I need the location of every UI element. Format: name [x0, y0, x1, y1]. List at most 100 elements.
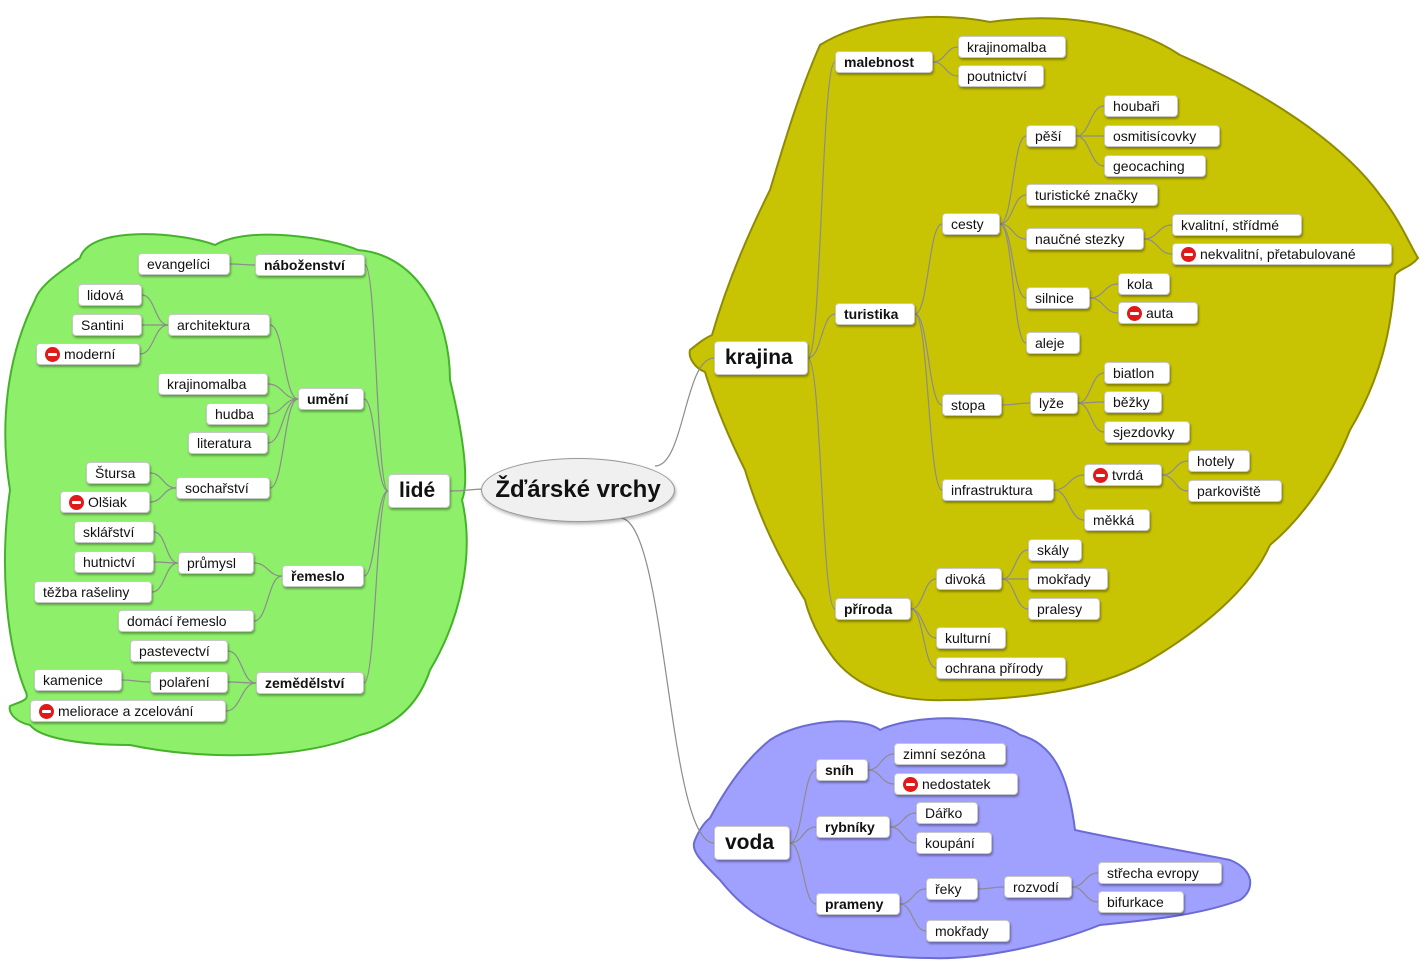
connector-line [999, 223, 1027, 299]
topic-prumysl[interactable]: průmysl [178, 552, 254, 574]
connector-line [789, 842, 817, 905]
topic-krajinomalba[interactable]: krajinomalba [158, 373, 268, 395]
topic-voda[interactable]: voda [714, 826, 790, 860]
topic-reky[interactable]: řeky [926, 878, 978, 900]
topic-strecha-evropy[interactable]: střecha evropy [1098, 862, 1222, 884]
topic-label: sochařství [185, 480, 249, 496]
topic-nekvalitni-pretabulovane[interactable]: nekvalitní, přetabulované [1172, 243, 1392, 265]
topic-cesty[interactable]: cesty [942, 213, 1000, 235]
connector-line [789, 826, 817, 844]
topic-zemedelstvi[interactable]: zemědělství [256, 672, 364, 694]
topic-rozvodi[interactable]: rozvodí [1004, 876, 1072, 898]
topic-architektura[interactable]: architektura [168, 314, 270, 336]
topic-kulturni[interactable]: kulturní [936, 627, 1006, 649]
topic-biatlon[interactable]: biatlon [1104, 362, 1170, 384]
central-topic[interactable]: Žďárské vrchy [481, 458, 675, 522]
topic-lyze[interactable]: lyže [1030, 392, 1078, 414]
topic-pesi[interactable]: pěší [1026, 125, 1076, 147]
topic-domaci-remeslo[interactable]: domácí řemeslo [118, 610, 254, 632]
no-entry-icon [1093, 467, 1108, 483]
connector-line [619, 517, 715, 844]
topic-parkoviste[interactable]: parkoviště [1188, 480, 1282, 502]
topic-label: hutnictví [83, 554, 136, 570]
topic-hutnictvi[interactable]: hutnictví [74, 551, 154, 573]
topic-mokrady[interactable]: mokřady [926, 920, 1010, 942]
topic-naucne-stezky[interactable]: naučné stezky [1026, 228, 1144, 250]
topic-sklarstvi[interactable]: sklářství [74, 521, 154, 543]
topic-nedostatek[interactable]: nedostatek [894, 773, 1018, 795]
topic-hudba[interactable]: hudba [206, 403, 268, 425]
topic-turisticke-znacky[interactable]: turistické značky [1026, 184, 1158, 206]
topic-rybniky[interactable]: rybníky [816, 816, 890, 838]
topic-sjezdovky[interactable]: sjezdovky [1104, 421, 1190, 443]
topic-poutnictvi[interactable]: poutnictví [958, 65, 1044, 87]
topic-santini[interactable]: Santini [72, 314, 142, 336]
topic-label: kamenice [43, 672, 103, 688]
topic-darko[interactable]: Dářko [916, 802, 978, 824]
topic-silnice[interactable]: silnice [1026, 287, 1090, 309]
topic-evangelici[interactable]: evangelíci [138, 253, 230, 275]
topic-nabozenstvi[interactable]: náboženství [255, 254, 365, 276]
topic-houbari[interactable]: houbaři [1104, 95, 1178, 117]
connector-line [654, 357, 715, 467]
topic-snih[interactable]: sníh [816, 759, 868, 781]
topic-ochrana-prirody[interactable]: ochrana přírody [936, 657, 1066, 679]
topic-bezky[interactable]: běžky [1104, 391, 1162, 413]
topic-kamenice[interactable]: kamenice [34, 669, 122, 691]
topic-label: Štursa [95, 465, 136, 481]
topic-malebnost[interactable]: malebnost [835, 51, 933, 73]
topic-geocaching[interactable]: geocaching [1104, 155, 1206, 177]
krajina-cloud [688, 15, 1420, 702]
topic-label: příroda [844, 601, 893, 617]
topic-priroda[interactable]: příroda [835, 598, 911, 620]
topic-stopa[interactable]: stopa [942, 394, 1002, 416]
topic-pralesy[interactable]: pralesy [1028, 598, 1100, 620]
topic-prameny[interactable]: prameny [816, 893, 900, 915]
topic-koupani[interactable]: koupání [916, 832, 992, 854]
topic-kvalitni-stridme[interactable]: kvalitní, střídmé [1172, 214, 1302, 236]
topic-hotely[interactable]: hotely [1188, 450, 1250, 472]
topic-tezba-raseliny[interactable]: těžba rašeliny [34, 581, 152, 603]
topic-auta[interactable]: auta [1118, 302, 1198, 324]
topic-mekka[interactable]: měkká [1084, 509, 1150, 531]
connector-line [151, 562, 179, 593]
no-entry-icon [1127, 305, 1142, 321]
topic-meliorace-a-zcelovani[interactable]: meliorace a zcelování [30, 700, 226, 722]
connector-line [139, 324, 169, 355]
topic-label: evangelíci [147, 256, 211, 272]
topic-polareni[interactable]: polaření [150, 671, 228, 693]
topic-moderni[interactable]: moderní [36, 343, 140, 365]
topic-pastevectvi[interactable]: pastevectví [130, 640, 228, 662]
topic-bifurkace[interactable]: bifurkace [1098, 891, 1184, 913]
connector-line [269, 398, 299, 489]
connector-line [1089, 297, 1119, 314]
topic-turistika[interactable]: turistika [835, 303, 915, 325]
topic-label: mokřady [1037, 571, 1091, 587]
topic-label: střecha evropy [1107, 865, 1199, 881]
topic-zimni-sezona[interactable]: zimní sezóna [894, 743, 1006, 765]
topic-stursa[interactable]: Štursa [86, 462, 150, 484]
connector-line [910, 608, 937, 669]
topic-kola[interactable]: kola [1118, 273, 1170, 295]
topic-label: sklářství [83, 524, 135, 540]
topic-mokrady[interactable]: mokřady [1028, 568, 1108, 590]
topic-aleje[interactable]: aleje [1026, 332, 1080, 354]
topic-olsiak[interactable]: Olšiak [60, 491, 150, 513]
topic-krajinomalba[interactable]: krajinomalba [958, 36, 1066, 58]
connector-line [889, 826, 917, 844]
topic-divoka[interactable]: divoká [936, 568, 1002, 590]
topic-label: lidé [399, 479, 436, 502]
topic-tvrda[interactable]: tvrdá [1084, 464, 1162, 486]
topic-remeslo[interactable]: řemeslo [282, 565, 364, 587]
topic-infrastruktura[interactable]: infrastruktura [942, 479, 1054, 501]
topic-osmitisicovky[interactable]: osmitisícovky [1104, 125, 1220, 147]
topic-lidova[interactable]: lidová [78, 284, 142, 306]
connector-line [789, 769, 817, 844]
topic-krajina[interactable]: krajina [714, 341, 808, 375]
topic-socharstvi[interactable]: sochařství [176, 477, 270, 499]
topic-skaly[interactable]: skály [1028, 539, 1082, 561]
topic-literatura[interactable]: literatura [188, 432, 268, 454]
topic-label: lidová [87, 287, 124, 303]
topic-umeni[interactable]: umění [298, 388, 364, 410]
topic-lide[interactable]: lidé [388, 474, 450, 508]
